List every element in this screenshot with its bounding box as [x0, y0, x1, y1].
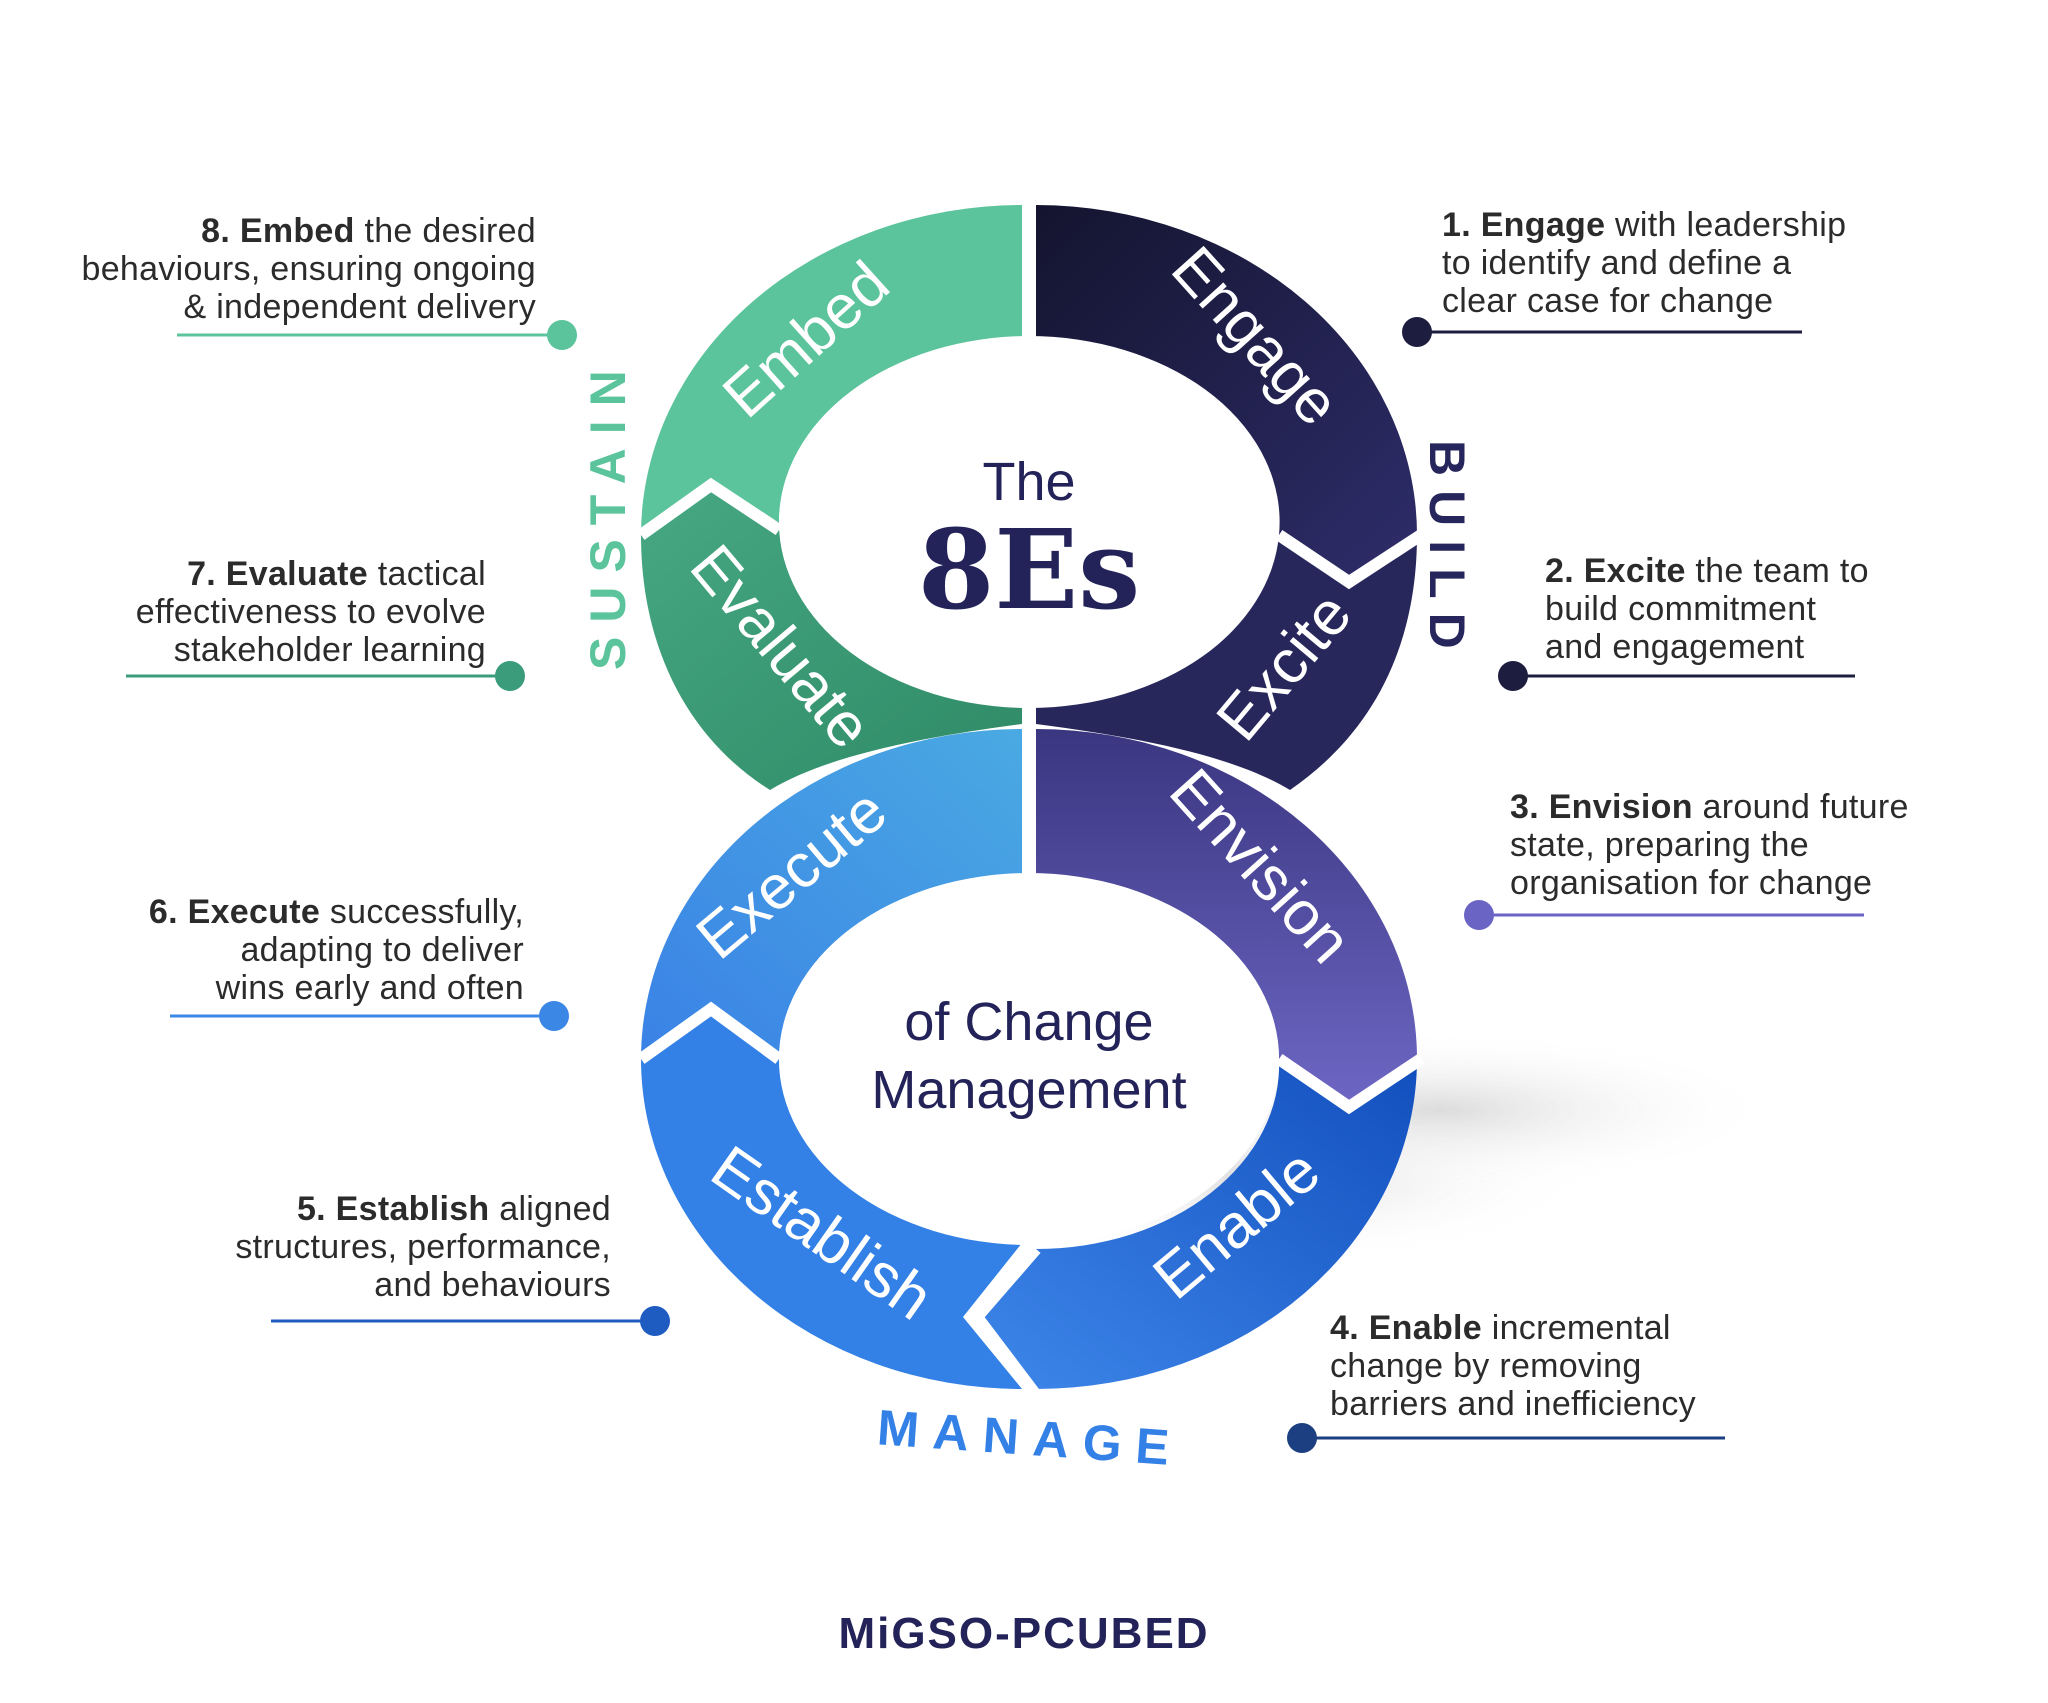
step-embed-line3: & independent delivery: [183, 288, 536, 326]
dot-establish: [640, 1306, 670, 1336]
step-execute-title: 6. Execute: [148, 893, 321, 931]
connector-evaluate: [126, 661, 525, 691]
step-enable-line1: incremental: [1481, 1309, 1671, 1347]
dot-evaluate: [495, 661, 525, 691]
segment-engage: [1036, 205, 1417, 582]
step-engage-line2: to identify and define a: [1442, 244, 1792, 282]
step-envision-line3: organisation for change: [1510, 864, 1873, 902]
step-execute-line1: successfully,: [320, 893, 524, 931]
segment-embed: [641, 205, 1022, 535]
step-execute-line3: wins early and often: [215, 969, 524, 1007]
segment-evaluate: [641, 485, 1022, 790]
connector-excite: [1498, 661, 1855, 691]
connector-envision: [1464, 900, 1864, 930]
dot-engage: [1402, 317, 1432, 347]
title-sub-line2: Management: [871, 1060, 1186, 1120]
step-excite-line2: build commitment: [1545, 590, 1817, 628]
phase-sustain: SUSTAIN: [580, 356, 636, 670]
step-excite-line3: and engagement: [1545, 628, 1805, 666]
step-establish-line2: structures, performance,: [235, 1228, 611, 1266]
dot-execute: [539, 1001, 569, 1031]
segment-enable: [977, 1059, 1417, 1389]
dot-excite: [1498, 661, 1528, 691]
step-excite-line1: the team to: [1685, 552, 1869, 590]
step-evaluate-line2: effectiveness to evolve: [135, 593, 486, 631]
step-engage-line3: clear case for change: [1442, 282, 1774, 320]
step-embed-line2: behaviours, ensuring ongoing: [81, 250, 536, 288]
segment-excite: [1036, 535, 1417, 790]
title-the: The: [982, 452, 1075, 512]
step-evaluate-title: 7. Evaluate: [187, 555, 369, 593]
step-execute-text: 6. Execute successfully, adapting to del…: [149, 893, 524, 1007]
upper-hole: [779, 336, 1279, 708]
connector-execute: [170, 1001, 569, 1031]
step-excite-title: 2. Excite: [1545, 552, 1686, 590]
step-enable-title: 4. Enable: [1330, 1309, 1482, 1347]
step-embed-line1: the desired: [354, 212, 536, 250]
connector-embed: [177, 320, 577, 350]
segment-envision: [1036, 729, 1417, 1107]
step-engage-line1: with leadership: [1605, 206, 1847, 244]
step-excite-text: 2. Excite the team to build commitment a…: [1545, 552, 1869, 666]
dot-envision: [1464, 900, 1494, 930]
step-establish-line3: and behaviours: [374, 1266, 611, 1304]
connector-enable: [1287, 1423, 1725, 1453]
step-envision-line2: state, preparing the: [1510, 826, 1809, 864]
step-enable-line2: change by removing: [1330, 1347, 1642, 1385]
step-embed-text: 8. Embed the desired behaviours, ensurin…: [81, 212, 536, 326]
connector-engage: [1402, 317, 1802, 347]
step-establish-title: 5. Establish: [296, 1190, 490, 1228]
phase-build: BUILD: [1419, 440, 1475, 663]
title-sub-line1: of Change: [904, 992, 1153, 1052]
step-evaluate-line3: stakeholder learning: [173, 631, 486, 669]
step-envision-title: 3. Envision: [1510, 788, 1693, 826]
step-envision-line1: around future: [1692, 788, 1909, 826]
step-engage-title: 1. Engage: [1442, 206, 1606, 244]
dot-enable: [1287, 1423, 1317, 1453]
step-envision-text: 3. Envision around future state, prepari…: [1510, 788, 1909, 902]
step-evaluate-text: 7. Evaluate tactical effectiveness to ev…: [136, 555, 486, 669]
lower-hole: [779, 873, 1279, 1245]
step-embed-title: 8. Embed: [201, 212, 355, 250]
brand-logo: MiGSO-PCUBED: [838, 1609, 1209, 1658]
step-establish-text: 5. Establish aligned structures, perform…: [235, 1190, 611, 1304]
segment-execute: [641, 729, 1022, 1059]
dot-embed: [547, 320, 577, 350]
step-enable-line3: barriers and inefficiency: [1330, 1385, 1696, 1423]
segment-separators: [637, 195, 1425, 1399]
phase-manage: MANAGE: [875, 1399, 1184, 1476]
step-enable-text: 4. Enable incremental change by removing…: [1330, 1309, 1696, 1423]
step-engage-text: 1. Engage with leadership to identify an…: [1442, 206, 1846, 320]
title-8es: 8Es: [918, 505, 1140, 634]
step-establish-line1: aligned: [489, 1190, 611, 1228]
connector-establish: [271, 1306, 670, 1336]
segment-establish: [641, 1009, 1022, 1389]
step-execute-line2: adapting to deliver: [240, 931, 524, 969]
step-evaluate-line1: tactical: [368, 555, 486, 593]
